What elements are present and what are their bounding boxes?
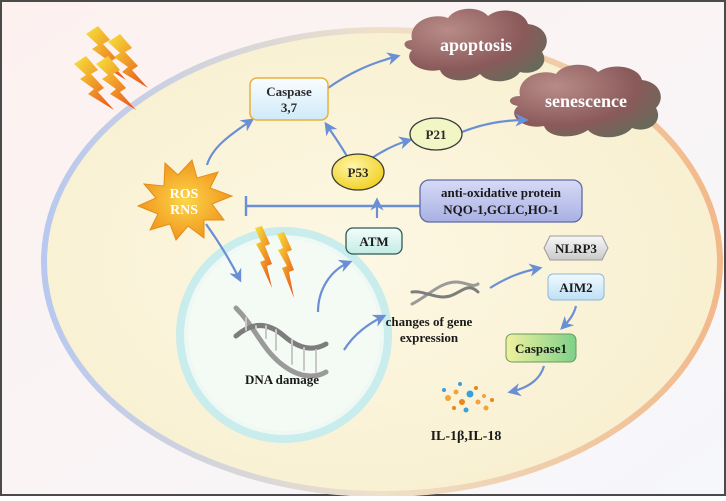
ros-rns-starburst: ROS RNS: [136, 159, 234, 241]
nlrp3-label: NLRP3: [555, 241, 597, 256]
antioxidant-line2: NQO-1,GCLC,HO-1: [443, 202, 559, 217]
gene-helix-icon: [410, 280, 480, 306]
arrow-ros-to-caspase37: [205, 118, 255, 166]
aim2-label: AIM2: [559, 280, 592, 295]
p21-oval: P21: [409, 117, 463, 151]
inhibition-antioxidant-to-ros: [244, 196, 420, 216]
dna-helix-icon: [233, 305, 329, 379]
ros-label: ROS: [170, 187, 199, 202]
caspase1-box: Caspase1: [505, 333, 577, 363]
radiation-bolts-topleft-icon: [74, 26, 148, 110]
dna-damage-label: DNA damage: [245, 372, 319, 387]
p21-label: P21: [426, 127, 447, 142]
arrow-dna-to-gene-expression: [343, 314, 387, 351]
aim2-box: AIM2: [547, 273, 605, 301]
atm-box: ATM: [345, 227, 403, 255]
arrow-inflammasome-to-caspase1: [560, 305, 578, 330]
apoptosis-label: apoptosis: [440, 35, 512, 55]
apoptosis-cloud: apoptosis: [404, 8, 547, 82]
rns-label: RNS: [170, 203, 198, 218]
antioxidant-line1: anti-oxidative protein: [441, 185, 562, 200]
arrow-ros-to-dna: [205, 223, 242, 283]
gene-expression-line1: changes of gene: [386, 314, 473, 329]
atm-label: ATM: [359, 234, 388, 249]
arrow-caspase1-to-cytokines: [507, 365, 546, 397]
arrow-dna-to-atm: [316, 259, 353, 313]
caspase37-line1: Caspase: [266, 84, 312, 99]
arrow-caspase37-to-apoptosis: [327, 52, 401, 89]
nlrp3-box: NLRP3: [543, 235, 609, 261]
caspase1-label: Caspase1: [515, 341, 567, 356]
pathway-arrows: [205, 52, 578, 397]
arrow-p21-to-senescence: [461, 113, 529, 134]
gene-expression-line2: expression: [400, 330, 459, 345]
senescence-cloud: senescence: [509, 64, 661, 138]
cytokines-label: IL-1β,IL-18: [431, 429, 502, 444]
radiation-bolts-nucleus-icon: [255, 226, 294, 298]
arrow-gene-to-inflammasome: [489, 263, 543, 289]
arrow-p53-to-caspase37: [324, 121, 349, 159]
p53-oval: P53: [331, 153, 385, 191]
caspase37-line2: 3,7: [281, 100, 298, 115]
antioxidant-box: anti-oxidative protein NQO-1,GCLC,HO-1: [419, 179, 583, 223]
caspase37-box: Caspase 3,7: [249, 77, 329, 121]
arrow-p53-to-p21: [371, 136, 413, 159]
senescence-label: senescence: [545, 91, 627, 111]
cytokine-particles-icon: [442, 382, 494, 413]
p53-label: P53: [348, 165, 369, 180]
